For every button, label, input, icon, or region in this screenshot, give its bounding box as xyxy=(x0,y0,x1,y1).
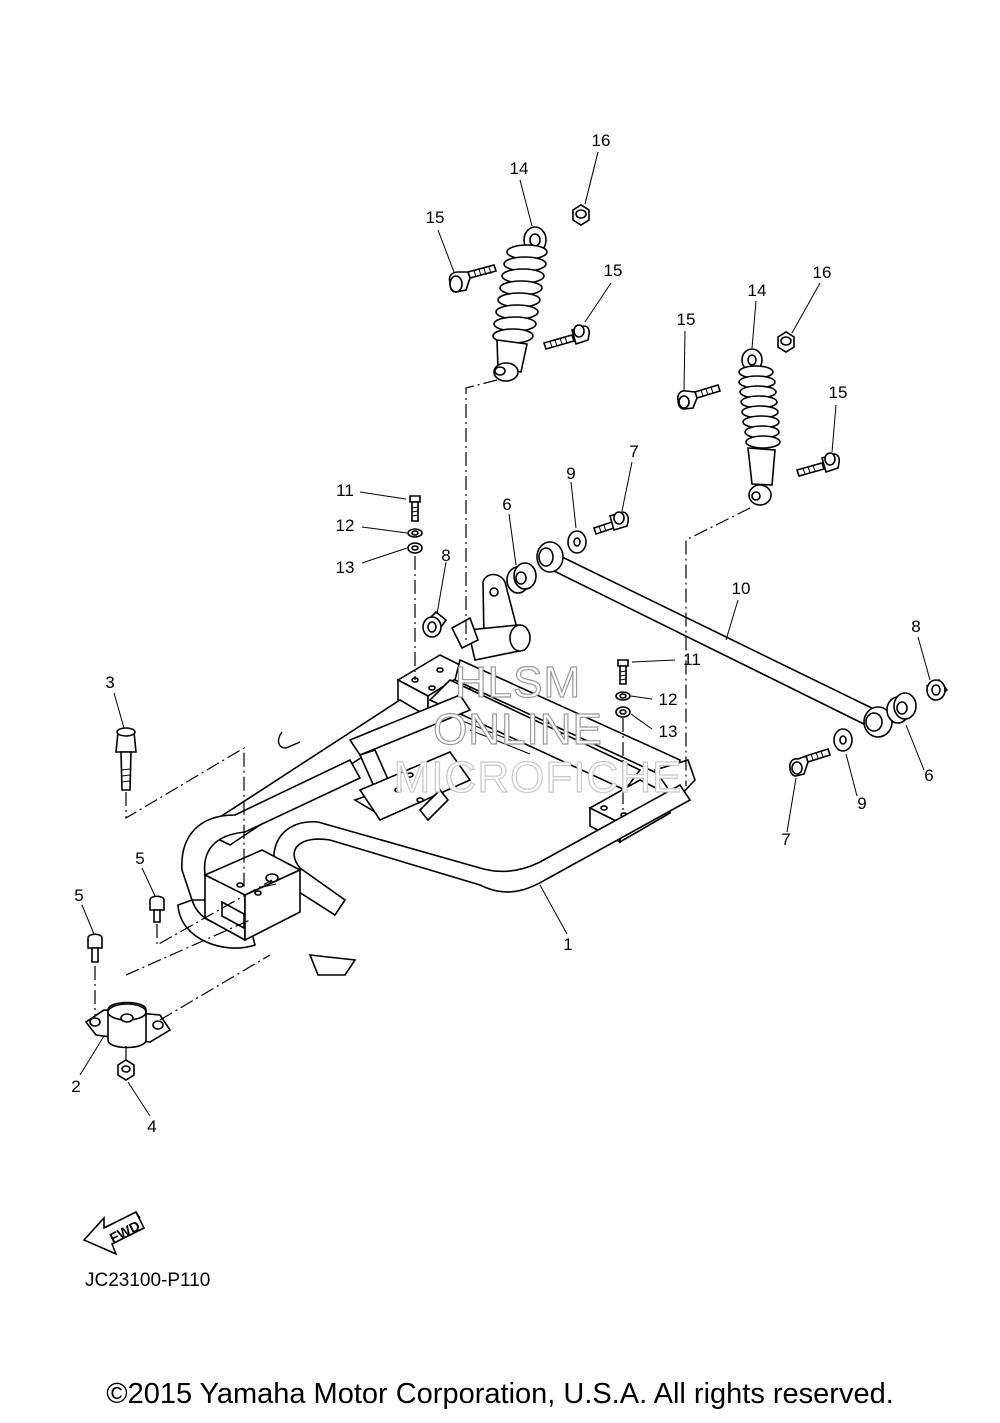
bolt-3 xyxy=(115,727,137,791)
shock-absorber-right xyxy=(738,348,781,506)
rear-arm-frame-1 xyxy=(177,573,696,976)
callout-13-b: 13 xyxy=(659,722,678,741)
callout-8-b: 8 xyxy=(911,617,920,636)
callout-numbers: 1 2 3 4 5 5 6 6 7 7 8 8 9 9 10 11 11 12 … xyxy=(71,131,933,1136)
collar-8-a xyxy=(422,610,448,638)
washer-12-b xyxy=(615,691,631,701)
callout-9-a: 9 xyxy=(566,464,575,483)
bolt-11-b xyxy=(617,659,629,685)
callout-10: 10 xyxy=(732,579,751,598)
callout-14-a: 14 xyxy=(510,159,529,178)
callout-2: 2 xyxy=(71,1077,80,1096)
figure-code: JC23100-P110 xyxy=(85,1270,211,1291)
callout-5-a: 5 xyxy=(135,849,144,868)
fwd-arrow-icon: FWD xyxy=(82,1210,146,1256)
assembly-lines xyxy=(94,379,751,1062)
nut-16-b xyxy=(777,331,795,353)
bolt-5-a xyxy=(149,895,165,923)
bolt-11-a xyxy=(409,495,421,522)
callout-1: 1 xyxy=(563,935,572,954)
link-rod-10 xyxy=(536,541,893,738)
watermark-line-2: ONLINE xyxy=(433,705,603,754)
bushing-6-b xyxy=(886,692,917,724)
callout-15-b: 15 xyxy=(604,261,623,280)
fwd-label: FWD xyxy=(107,1217,143,1246)
bushing-6-a xyxy=(506,562,537,594)
washer-9-a xyxy=(567,530,587,554)
callout-11-b: 11 xyxy=(683,650,701,669)
bolt-15-c xyxy=(677,384,722,410)
leader-lines xyxy=(79,151,931,1117)
bolt-7-a xyxy=(592,511,630,536)
callout-3: 3 xyxy=(105,673,114,692)
bolt-15-b xyxy=(542,324,591,350)
washer-9-b xyxy=(833,728,853,752)
bolt-15-a xyxy=(448,264,498,293)
callout-16-a: 16 xyxy=(592,131,611,150)
callout-9-b: 9 xyxy=(857,794,866,813)
callout-12-b: 12 xyxy=(659,690,678,709)
callout-14-b: 14 xyxy=(748,281,767,300)
callout-8-a: 8 xyxy=(441,546,450,565)
callout-7-a: 7 xyxy=(629,442,638,461)
callout-6-b: 6 xyxy=(924,766,933,785)
callout-16-b: 16 xyxy=(813,263,832,282)
callout-4: 4 xyxy=(147,1117,156,1136)
nut-4 xyxy=(117,1059,135,1081)
bolt-7-b xyxy=(789,747,832,777)
washer-13-b xyxy=(615,706,631,718)
engine-mount-2 xyxy=(84,1001,172,1049)
watermark-line-1: HLSM xyxy=(455,658,581,707)
shock-absorber-left xyxy=(492,226,548,382)
nut-16-a xyxy=(572,204,590,226)
callout-5-b: 5 xyxy=(74,886,83,905)
callout-15-a: 15 xyxy=(426,208,445,227)
callout-11-a: 11 xyxy=(336,481,354,500)
callout-15-d: 15 xyxy=(829,383,848,402)
callout-13-a: 13 xyxy=(336,558,355,577)
bolt-15-d xyxy=(795,452,841,477)
callout-7-b: 7 xyxy=(781,830,790,849)
washer-12-a xyxy=(407,528,423,538)
watermark-line-3: MICROFICHE xyxy=(394,753,683,802)
callout-6-a: 6 xyxy=(502,495,511,514)
watermark: HLSM ONLINE MICROFICHE xyxy=(393,657,683,802)
copyright-notice: ©2015 Yamaha Motor Corporation, U.S.A. A… xyxy=(106,1378,894,1410)
callout-12-a: 12 xyxy=(336,516,355,535)
bolt-5-b xyxy=(87,933,103,963)
callout-15-c: 15 xyxy=(677,310,696,329)
washer-13-a xyxy=(407,542,423,554)
collar-8-b xyxy=(925,678,949,702)
